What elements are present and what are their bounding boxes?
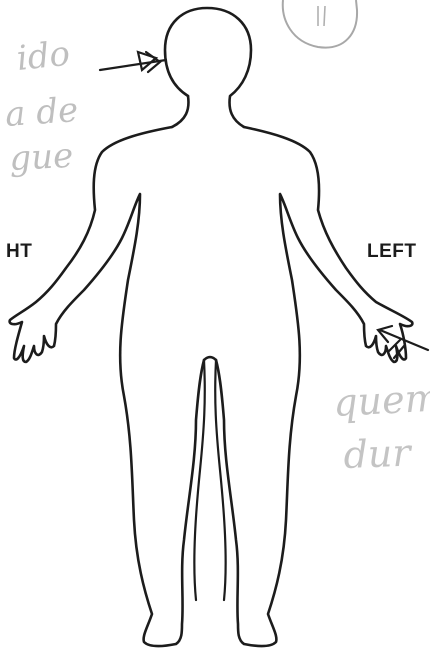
pencil-note-line: ido [15, 34, 72, 79]
pencil-note-line: dur [343, 431, 414, 477]
pencil-note-hand: quem dur [332, 375, 430, 477]
pencil-note-line: gue [8, 136, 74, 179]
inner-left-leg [215, 360, 225, 600]
left-side-label: LEFT [367, 241, 417, 263]
pencil-note-line: a de [4, 90, 80, 135]
head-outline [165, 8, 251, 127]
right-side-outline [10, 127, 204, 646]
pencil-note-line: quem [332, 375, 430, 425]
pencil-note-head: ido a de gue [4, 34, 80, 179]
arrow-icon [100, 52, 166, 72]
right-side-label: HT [6, 241, 32, 263]
inner-right-leg [194, 360, 204, 600]
crotch-outline [204, 357, 216, 360]
neck-left-outline [172, 96, 188, 127]
pencil-circle-mark [283, 0, 357, 48]
